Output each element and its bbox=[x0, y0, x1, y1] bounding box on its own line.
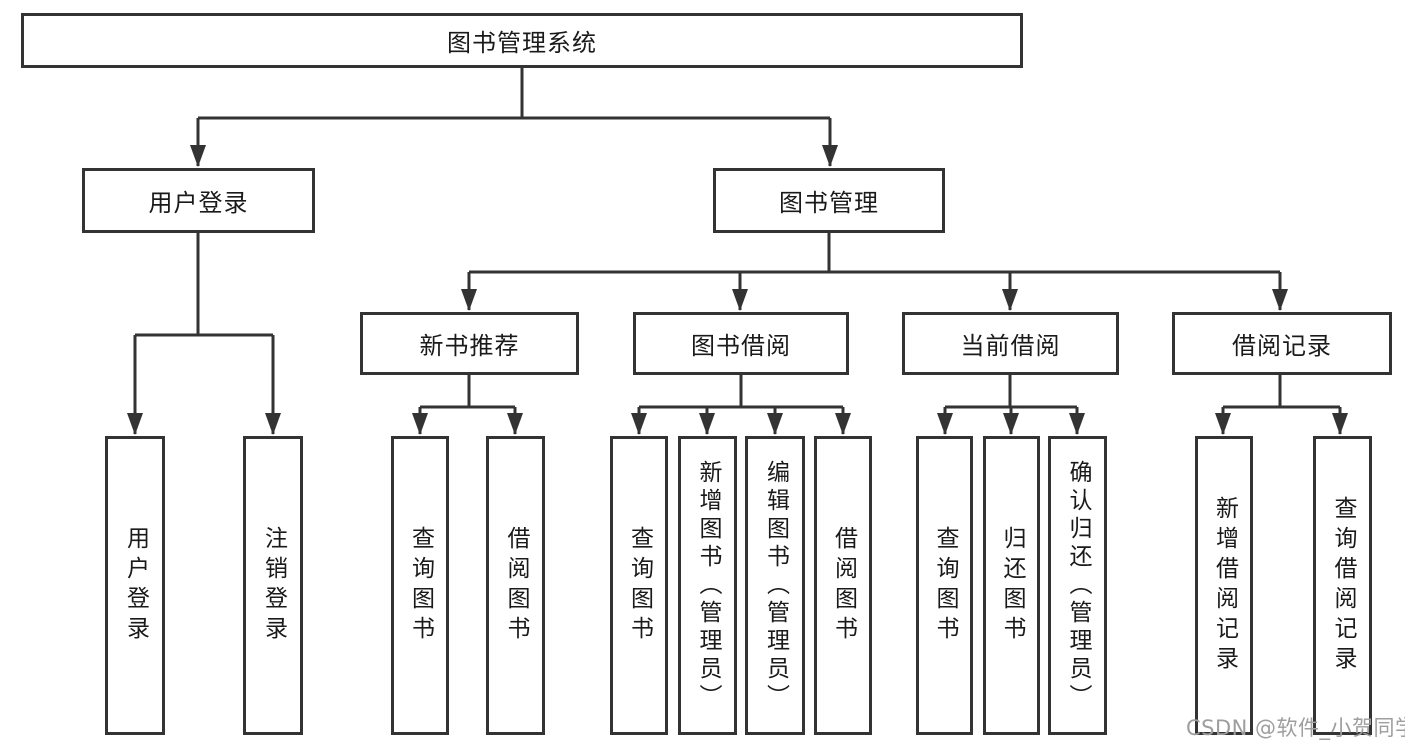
node-book-borrowing: 图书借阅 bbox=[633, 312, 849, 375]
leaf-user-login-label: 用户登录 bbox=[122, 525, 149, 646]
leaf-add-books-admin: 新增图书（管理员） bbox=[678, 436, 737, 735]
leaf-add-borrow-record-label: 新增借阅记录 bbox=[1211, 495, 1238, 676]
leaf-return-books-label: 归还图书 bbox=[999, 525, 1025, 646]
leaf-query-books-borrow: 查询图书 bbox=[610, 436, 668, 735]
csdn-watermark: CSDN @软件_小贺同学 bbox=[1186, 716, 1405, 740]
node-new-book-recommend: 新书推荐 bbox=[360, 312, 579, 375]
leaf-logout-label: 注销登录 bbox=[260, 525, 287, 646]
leaf-add-borrow-record: 新增借阅记录 bbox=[1195, 436, 1253, 735]
leaf-borrow-books-borrow-label: 借阅图书 bbox=[830, 525, 857, 646]
connector-book-mgmt-to-level3 bbox=[467, 233, 1282, 310]
leaf-return-books: 归还图书 bbox=[983, 436, 1040, 735]
leaf-query-books-current-label: 查询图书 bbox=[932, 525, 958, 646]
leaf-edit-books-admin: 编辑图书（管理员） bbox=[745, 436, 805, 735]
leaf-query-borrow-record-label: 查询借阅记录 bbox=[1330, 495, 1356, 676]
node-borrowing-records: 借阅记录 bbox=[1172, 312, 1392, 375]
leaf-logout: 注销登录 bbox=[243, 436, 303, 735]
leaf-add-books-admin-label: 新增图书（管理员） bbox=[695, 459, 721, 712]
connector-book-borrow-to-leaves bbox=[637, 375, 845, 434]
node-borrowing-records-label: 借阅记录 bbox=[1232, 332, 1332, 360]
node-root-system: 图书管理系统 bbox=[21, 13, 1023, 68]
leaf-query-books-recommend: 查询图书 bbox=[391, 436, 449, 735]
node-user-login-branch-label: 用户登录 bbox=[148, 189, 249, 217]
node-book-management-branch-label: 图书管理 bbox=[779, 189, 879, 217]
leaf-borrow-books-recommend-label: 借阅图书 bbox=[503, 525, 529, 646]
leaf-query-books-current: 查询图书 bbox=[916, 436, 973, 735]
leaf-query-books-borrow-label: 查询图书 bbox=[626, 525, 653, 646]
connector-borrow-records-to-leaves bbox=[1221, 375, 1342, 434]
node-user-login-branch: 用户登录 bbox=[82, 168, 315, 233]
arrowheads bbox=[127, 145, 1348, 435]
leaf-query-borrow-record: 查询借阅记录 bbox=[1313, 436, 1372, 735]
connector-new-book-rec-to-leaves bbox=[418, 375, 517, 434]
leaf-confirm-return-admin: 确认归还（管理员） bbox=[1048, 436, 1107, 735]
node-book-management-branch: 图书管理 bbox=[713, 168, 945, 233]
node-new-book-recommend-label: 新书推荐 bbox=[419, 332, 520, 360]
leaf-confirm-return-admin-label: 确认归还（管理员） bbox=[1065, 459, 1091, 712]
connector-root-to-level2 bbox=[196, 68, 832, 166]
leaf-query-books-recommend-label: 查询图书 bbox=[407, 525, 434, 646]
leaf-borrow-books-borrow: 借阅图书 bbox=[814, 436, 872, 735]
leaf-user-login: 用户登录 bbox=[105, 436, 165, 735]
node-root-system-label: 图书管理系统 bbox=[447, 29, 597, 57]
leaf-edit-books-admin-label: 编辑图书（管理员） bbox=[762, 459, 789, 712]
node-current-borrowing: 当前借阅 bbox=[902, 312, 1119, 375]
connector-user-login-to-leaves bbox=[133, 233, 275, 434]
node-current-borrowing-label: 当前借阅 bbox=[960, 332, 1061, 360]
node-book-borrowing-label: 图书借阅 bbox=[691, 332, 791, 360]
leaf-borrow-books-recommend: 借阅图书 bbox=[486, 436, 545, 735]
